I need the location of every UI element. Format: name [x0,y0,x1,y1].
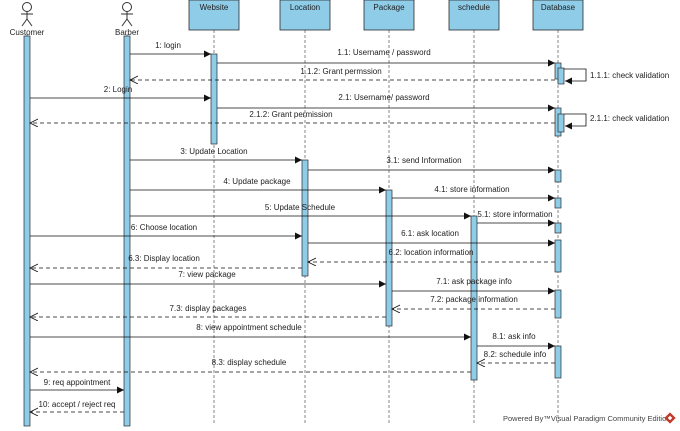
activation-bar-database [554,197,562,209]
message-label: 2.1.2: Grant permission [249,110,332,119]
message-label: 6.2: location information [389,248,474,257]
message-label: 9: req appointment [44,378,111,387]
message-18: 6.3: Display location [30,254,302,268]
message-9: 3: Update Location [130,147,302,164]
messages: 1: login 1.1: Username / password 1.1.1: c… [30,41,669,412]
message-label: 6: Choose location [131,223,197,232]
message-13: 5: Update Schedule [130,203,471,220]
activation-bars [23,35,565,427]
message-label: 1.1: Username / password [337,48,430,57]
message-label: 6.3: Display location [128,254,200,263]
message-14: 5.1: store information [477,210,555,227]
message-6: 2.1: Username/ password [217,93,555,112]
message-25: 8.2: schedule info [477,350,555,363]
object-schedule-label: schedule [458,3,491,12]
activation-bar-database [554,239,562,273]
object-package-label: Package [373,3,405,12]
message-15: 6: Choose location [30,223,302,240]
activation-bar-website [210,53,218,145]
activation-bar-database [554,345,562,379]
object-location-label: Location [290,3,320,12]
object-database-label: Database [541,3,576,12]
message-label: 2.1.1: check validation [590,114,669,123]
message-label: 7: view package [178,270,236,279]
message-19: 7: view package [30,270,386,288]
message-22: 7.3: display packages [30,304,386,317]
activation-bar-location [301,159,309,277]
actor-customer-icon [21,2,33,27]
object-location-box [279,0,331,31]
actor-barber-icon [121,2,133,27]
message-28: 10: accept / reject req [30,400,124,412]
message-label: 5.1: store information [477,210,552,219]
activation-bar-database [557,113,565,133]
activation-bar-database [554,289,562,319]
activation-bar-database [554,222,562,234]
message-20: 7.1: ask package info [392,277,555,295]
object-schedule-box [448,0,500,31]
participant-headers: Customer Barber Website Location Package sche… [10,0,584,37]
message-24: 8.1: ask info [477,332,555,350]
message-label: 7.3: display packages [170,304,247,313]
actor-barber-label: Barber [115,28,139,37]
message-label: 8.3: display schedule [212,358,287,367]
message-7: 2.1.1: check validation [564,113,669,130]
message-label: 1.1.2: Grant permssion [300,67,381,76]
activation-bar-customer [23,35,31,427]
message-16: 6.1: ask location [308,229,555,247]
message-label: 5: Update Schedule [265,203,336,212]
message-23: 8: view appointment schedule [30,323,471,341]
object-package-box [363,0,415,31]
message-label: 7.2: package information [430,295,518,304]
message-label: 1.1.1: check validation [590,71,669,80]
message-4: 1.1.2: Grant permssion [130,67,555,80]
footer: Powered By™Visual Paradigm Community Edi… [503,412,676,424]
message-label: 3: Update Location [180,147,247,156]
message-label: 3.1: send Information [386,156,461,165]
message-label: 8: view appointment schedule [196,323,302,332]
message-label: 6.1: ask location [401,229,459,238]
message-arrow [564,113,587,130]
message-label: 8.1: ask info [492,332,536,341]
footer-text: Powered By™Visual Paradigm Community Edi… [503,414,670,423]
message-label: 4: Update package [223,177,291,186]
message-3: 1.1.1: check validation [564,68,669,85]
object-database-box [532,0,584,31]
message-1: 1: login [130,41,211,58]
activation-bar-database [554,169,562,183]
message-21: 7.2: package information [392,295,555,309]
message-27: 9: req appointment [30,378,124,394]
message-label: 10: accept / reject req [39,400,116,409]
object-website-box [188,0,240,31]
message-2: 1.1: Username / password [217,48,555,67]
message-10: 3.1: send Information [308,156,555,174]
object-website-label: Website [200,3,229,12]
activation-bar-database [557,67,565,85]
message-12: 4.1: store information [392,185,555,202]
activation-bar-barber [123,35,131,427]
activation-bar-package [385,189,393,327]
activation-bar-schedule [470,215,478,381]
message-26: 8.3: display schedule [30,358,471,372]
message-label: 2: Login [104,85,132,94]
message-label: 4.1: store information [434,185,509,194]
message-label: 1: login [155,41,181,50]
message-8: 2.1.2: Grant permission [30,110,555,123]
message-17: 6.2: location information [308,248,555,262]
message-label: 2.1: Username/ password [338,93,429,102]
message-label: 8.2: schedule info [484,350,547,359]
message-5: 2: Login [30,85,211,102]
message-arrow [564,68,587,85]
message-11: 4: Update package [130,177,386,194]
message-label: 7.1: ask package info [436,277,512,286]
actor-customer-label: Customer [10,28,45,37]
